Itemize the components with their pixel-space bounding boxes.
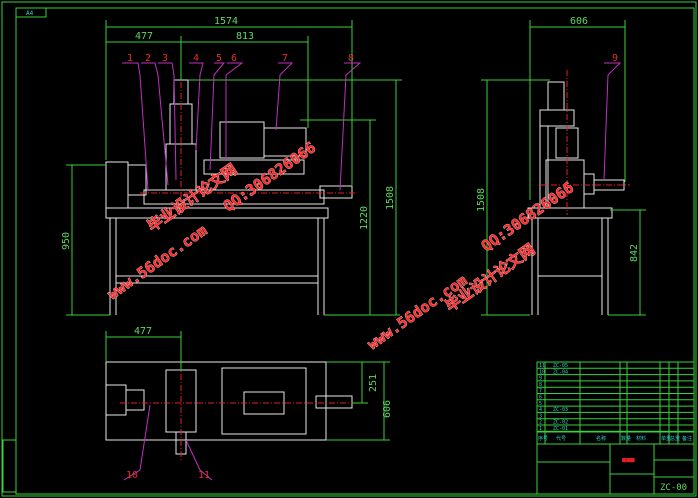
title-block-name: ■■■	[622, 456, 635, 464]
part-label-8: 8	[348, 53, 354, 64]
dim-950: 950	[61, 232, 72, 250]
bom-header-cell: 总重	[670, 435, 680, 442]
bom-row-number: 1	[539, 426, 542, 432]
side-dim-606: 606	[570, 16, 588, 27]
bom-header-cell: 单重	[661, 435, 671, 442]
bom-row-number: 2	[539, 420, 542, 426]
bom-header-cell: 序号	[538, 435, 548, 442]
bom-row-number: 7	[539, 388, 542, 394]
bom-row-number: 9	[539, 376, 542, 382]
front-view	[105, 60, 356, 315]
bom-header-cell: 备注	[682, 435, 692, 442]
bom-row-number: 5	[539, 401, 542, 407]
part-label-3: 3	[162, 53, 168, 64]
bom-part-code: ZC-02	[553, 420, 568, 426]
bom-row-number: 8	[539, 382, 542, 388]
top-view	[105, 352, 356, 460]
bom-part-code: ZC-03	[553, 407, 568, 413]
margin-strip	[2, 439, 17, 493]
bom-row-number: 6	[539, 395, 542, 401]
side-dim-1508: 1508	[476, 188, 487, 212]
bom-header-cell: 代号	[556, 435, 566, 442]
part-label-2: 2	[145, 53, 151, 64]
part-label-6: 6	[231, 53, 237, 64]
bom-header-cell: 数量	[621, 435, 631, 442]
bom-row-number: 3	[539, 413, 542, 419]
top-dim-606: 606	[382, 400, 393, 418]
part-label-11: 11	[198, 470, 210, 481]
top-dim-477: 477	[134, 326, 152, 337]
part-label-1: 1	[127, 53, 133, 64]
bom-header-cell: 名称	[596, 435, 606, 442]
bom-row-number: 11	[539, 363, 545, 369]
top-dim-251: 251	[368, 374, 379, 392]
title-block	[536, 361, 695, 495]
part-label-4: 4	[193, 53, 199, 64]
part-label-9: 9	[612, 53, 618, 64]
part-label-5: 5	[216, 53, 222, 64]
inner-border	[15, 7, 695, 495]
dim-813: 813	[236, 31, 254, 42]
bom-row-number: 4	[539, 407, 542, 413]
part-label-7: 7	[282, 53, 288, 64]
bom-header-cell: 材料	[636, 435, 646, 442]
bom-part-code: ZC-01	[553, 426, 568, 432]
watermark-url: www.56doc.com	[104, 221, 210, 303]
side-view	[527, 70, 630, 315]
bom-part-code: ZC-05	[553, 363, 568, 369]
drawing-number: ZC-00	[660, 483, 687, 493]
dim-1220: 1220	[359, 206, 370, 230]
sheet-size-box	[15, 7, 47, 18]
side-dim-842: 842	[629, 244, 640, 262]
dim-1574: 1574	[214, 16, 238, 27]
sheet-size-label: A4	[26, 10, 34, 17]
bom-part-code: ZC-04	[553, 369, 568, 375]
dim-1508: 1508	[385, 186, 396, 210]
dim-477: 477	[135, 31, 153, 42]
bom-row-number: 10	[539, 369, 545, 375]
part-label-10: 10	[126, 470, 138, 481]
